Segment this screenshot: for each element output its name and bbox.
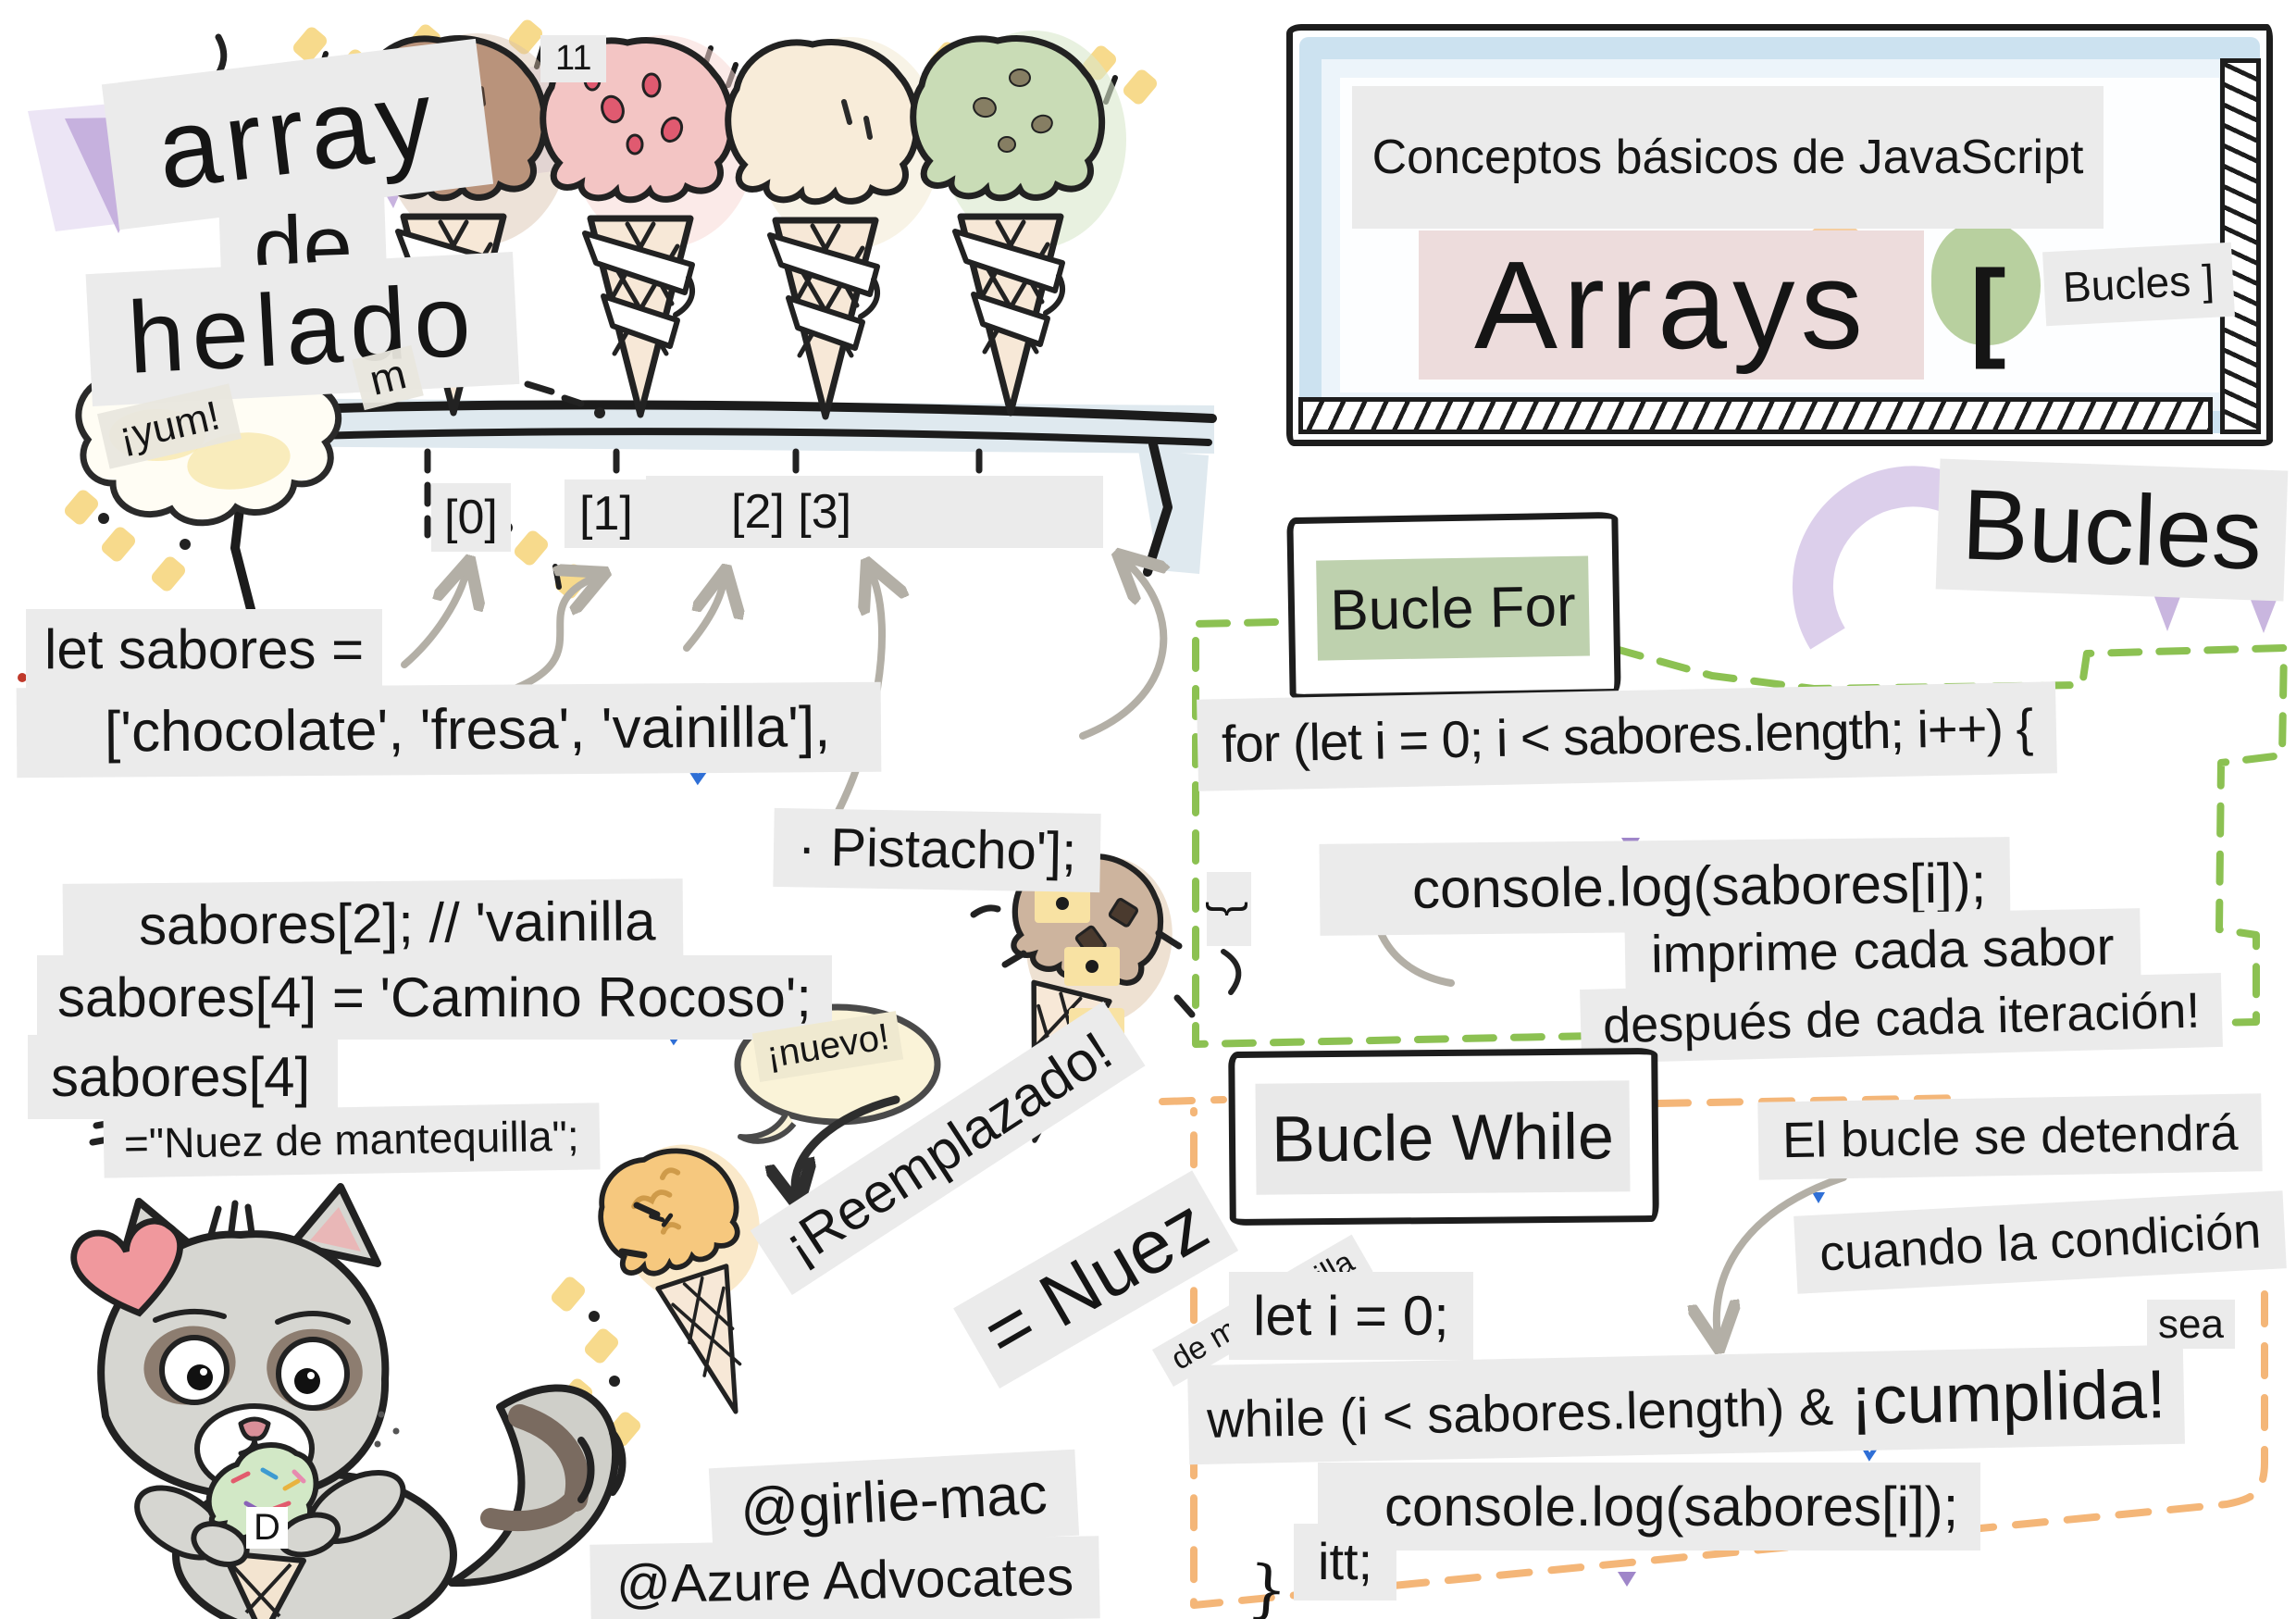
code-pistacho: · Pistacho']; — [773, 807, 1101, 893]
while-code-condition: while (i < sabores.length) & — [1206, 1376, 1834, 1449]
bucle-for-label: Bucle For — [1316, 555, 1590, 661]
replaced-arrow — [795, 1095, 900, 1194]
bucles-heading: Bucles — [1935, 458, 2289, 602]
while-closing-brace: } — [1245, 1551, 1291, 1619]
counter-label: 11 — [540, 35, 607, 82]
while-condition-emphasis: ¡cumplida! — [1849, 1355, 2167, 1439]
banner-topic-bucles: Bucles ] — [2042, 242, 2235, 326]
strawberry-ice-cream-cone-icon — [543, 35, 756, 415]
bucle-while-label: Bucle While — [1255, 1080, 1631, 1195]
code-let-sabores: let sabores = — [26, 609, 383, 691]
while-note-line1: El bucle se detendrá — [1757, 1093, 2264, 1181]
for-closing-brace: } — [1204, 872, 1254, 946]
sprinkle-decoration-2 — [549, 1202, 661, 1450]
code-index4: sabores[4] — [28, 1035, 339, 1120]
index-label-1: [1] — [565, 479, 648, 549]
while-note-arrow — [1717, 1174, 1847, 1337]
while-code-body: console.log(sabores[i]); — [1318, 1463, 1981, 1551]
while-code-init: let i = 0; — [1229, 1272, 1473, 1361]
bucle-for-label-box: Bucle For — [1286, 511, 1621, 702]
for-brace-curve — [1221, 949, 1242, 995]
while-code-condition-row: while (i < sabores.length) & ¡cumplida! — [1186, 1344, 2186, 1465]
banner-topic-arrays: Arrays — [1419, 230, 1925, 380]
heart-icon — [70, 1217, 184, 1317]
banner-hatch-bottom — [1298, 397, 2213, 434]
index-label-0: [0] — [431, 483, 511, 553]
while-code-increment: itt; — [1294, 1524, 1397, 1600]
for-closing-brace-glyph: } — [1204, 901, 1254, 917]
banner-title: Conceptos básicos de JavaScript — [1352, 86, 2104, 230]
code-array-literal: ['chocolate', 'fresa', 'vainilla'], — [16, 681, 882, 778]
for-code-line1: for (let i = 0; i < sabores.length; i++)… — [1197, 681, 2058, 791]
banner-open-bracket: [ — [1969, 247, 2006, 370]
butter-pecan-cone-icon — [585, 1126, 815, 1433]
cone-letter: D — [246, 1507, 288, 1549]
code-new-value: ="Nuez de mantequilla"; — [103, 1102, 601, 1178]
bucle-while-label-box: Bucle While — [1228, 1047, 1659, 1227]
code-assign-index4: sabores[4] = 'Camino Rocoso'; — [37, 955, 832, 1040]
while-note-line3: sea — [2147, 1300, 2235, 1350]
array-heading-word-3: helado — [85, 251, 520, 407]
vanilla-ice-cream-cone-icon — [728, 37, 941, 417]
green-watercolor-blob — [1931, 221, 2041, 345]
title-banner: Conceptos básicos de JavaScript Arrays [… — [1286, 24, 2273, 446]
credit-team: @Azure Advocates — [590, 1536, 1100, 1619]
pistachio-ice-cream-cone-icon — [913, 31, 1126, 413]
index-label-2-3: [2] [3] — [646, 476, 1103, 549]
motion-marks — [577, 1429, 627, 1503]
